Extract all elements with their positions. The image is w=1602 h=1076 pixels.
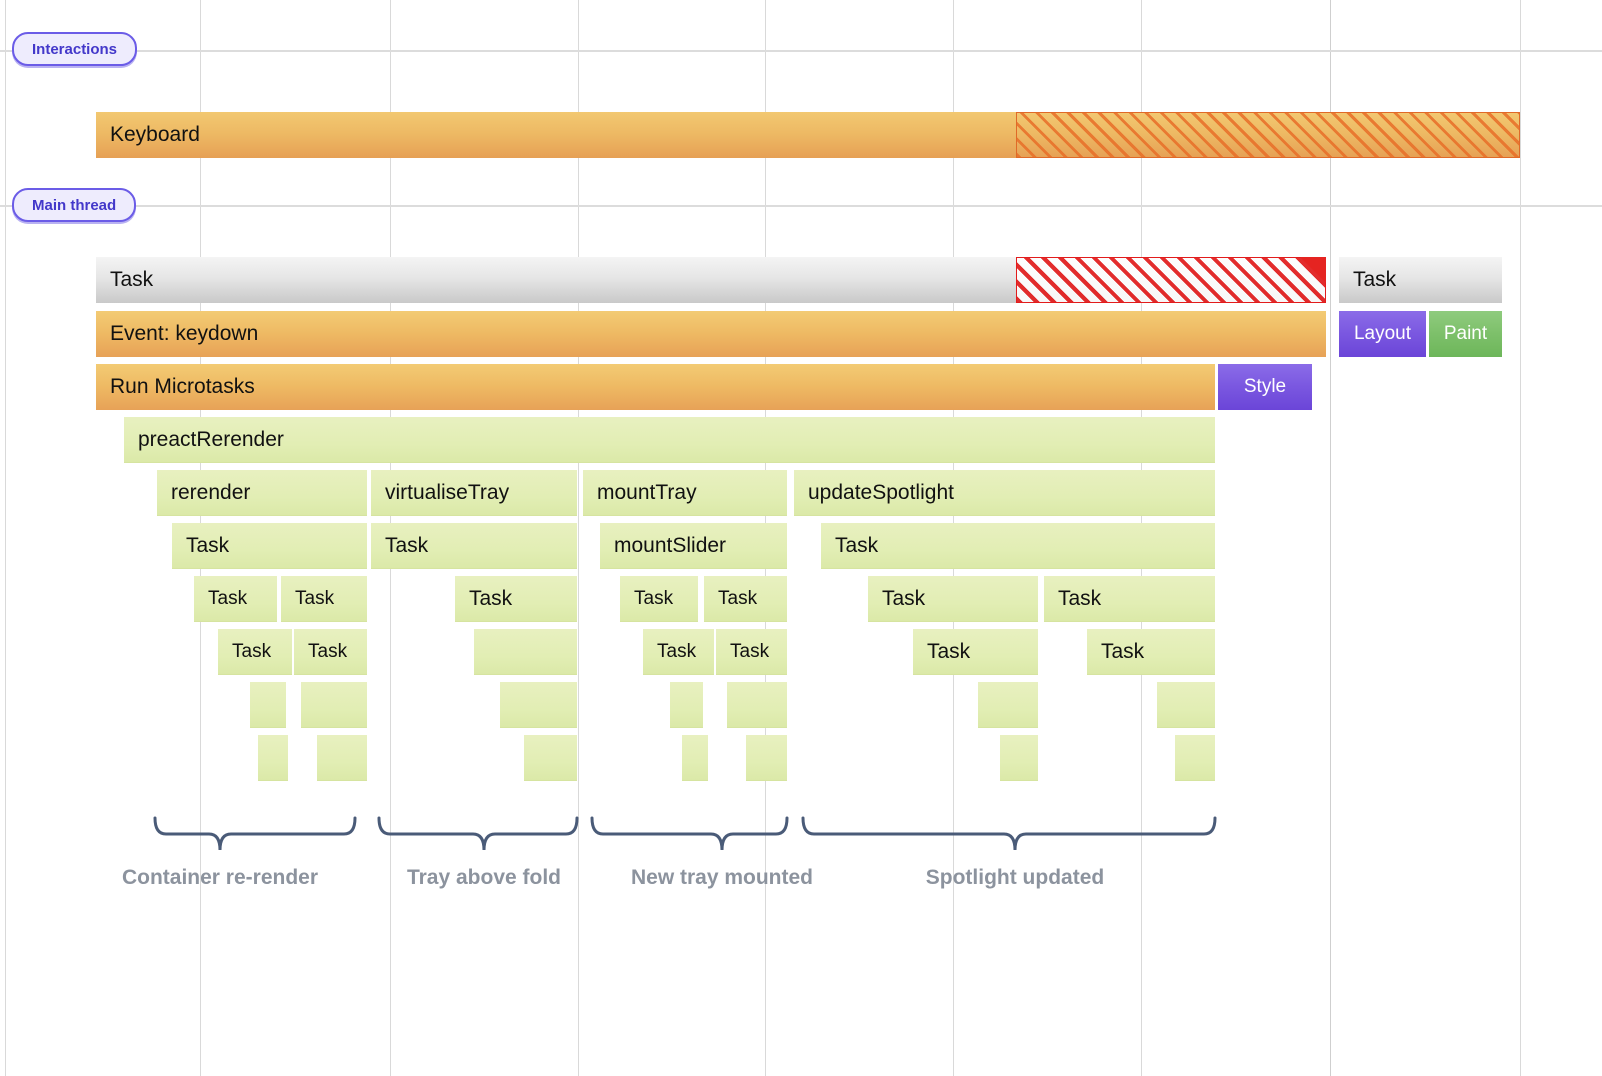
flame-bar-label: Task	[1353, 268, 1397, 291]
flame-bar-task-l3-a[interactable]: Task	[194, 576, 277, 622]
flame-bar-label: updateSpotlight	[808, 480, 954, 504]
flame-bar-label: Task	[634, 587, 674, 609]
flame-bar-label: Task	[208, 587, 248, 609]
flame-bar-label: virtualiseTray	[385, 480, 510, 504]
flame-bar-task-l6-a[interactable]	[258, 735, 288, 781]
flame-bar-task-l5-e[interactable]	[727, 682, 787, 728]
annotation-caption-spotlight-updated: Spotlight updated	[925, 866, 1105, 889]
flame-bar-label: Task	[469, 586, 513, 610]
flame-bar-task-l3-b[interactable]: Task	[281, 576, 367, 622]
flame-bar-task-l4-g[interactable]: Task	[1087, 629, 1215, 675]
track-pill-main-thread-label: Main thread	[32, 196, 117, 214]
flame-bar-task-l6-g[interactable]	[1175, 735, 1215, 781]
flame-bar-label: Task	[927, 639, 971, 663]
flame-bar-task-l2-c[interactable]: Task	[821, 523, 1215, 569]
flame-bar-task-l4-b[interactable]: Task	[294, 629, 367, 675]
flame-bar-task-l6-d[interactable]	[682, 735, 708, 781]
flame-bar-label: Task	[835, 533, 879, 557]
flame-bar-label: Keyboard	[110, 123, 200, 146]
long-task-hatch-task-root	[1016, 257, 1326, 303]
flame-bar-label: Task	[232, 640, 272, 662]
flame-bar-task-l3-c[interactable]: Task	[455, 576, 577, 622]
flame-bar-label: Run Microtasks	[110, 375, 255, 398]
flame-bar-event-keydown[interactable]: Event: keydown	[96, 311, 1326, 357]
bracket-spotlight-updated	[801, 816, 1217, 851]
gridline-3	[578, 0, 579, 1076]
flame-bar-preact-rerender[interactable]: preactRerender	[124, 417, 1215, 463]
flame-bar-task-l4-a[interactable]: Task	[218, 629, 292, 675]
flame-bar-mount-slider[interactable]: mountSlider	[600, 523, 787, 569]
flame-bar-layout[interactable]: Layout	[1339, 311, 1426, 357]
long-task-warning-triangle	[1300, 257, 1326, 283]
flame-bar-label: preactRerender	[138, 427, 284, 451]
flame-bar-label: Style	[1243, 376, 1287, 397]
flame-bar-paint[interactable]: Paint	[1429, 311, 1502, 357]
flame-bar-task-l6-e[interactable]	[746, 735, 787, 781]
track-pill-interactions[interactable]: Interactions	[12, 32, 138, 66]
flame-bar-update-spotlight[interactable]: updateSpotlight	[794, 470, 1215, 516]
track-pill-interactions-label: Interactions	[32, 40, 118, 58]
flame-bar-label: Task	[110, 268, 154, 291]
flame-bar-task-l4-c[interactable]	[474, 629, 577, 675]
flame-bar-task-l3-g[interactable]: Task	[1044, 576, 1215, 622]
gridline-8	[1520, 0, 1521, 1076]
track-pill-main-thread[interactable]: Main thread	[12, 188, 137, 222]
flame-bar-task-l4-e[interactable]: Task	[716, 629, 787, 675]
flame-bar-label: Paint	[1443, 323, 1488, 344]
annotation-caption-container-re-render: Container re-render	[121, 866, 319, 889]
flame-bar-label: Task	[1058, 586, 1102, 610]
flame-bar-label: Task	[1101, 639, 1145, 663]
gridline-7	[1330, 0, 1331, 1076]
long-task-hatch-keyboard	[1016, 112, 1520, 158]
flame-bar-run-microtasks[interactable]: Run Microtasks	[96, 364, 1215, 410]
flame-bar-task-l5-f[interactable]	[978, 682, 1038, 728]
flame-bar-label: Task	[186, 533, 230, 557]
flame-bar-task-l2-b[interactable]: Task	[371, 523, 577, 569]
track-divider-0	[0, 50, 1602, 52]
flame-bar-task-l3-f[interactable]: Task	[868, 576, 1038, 622]
flame-bar-task-l4-f[interactable]: Task	[913, 629, 1038, 675]
flame-bar-task-l5-d[interactable]	[670, 682, 703, 728]
flame-bar-label: Task	[718, 587, 758, 609]
flame-bar-label: mountSlider	[614, 533, 727, 557]
flame-bar-task-l4-d[interactable]: Task	[643, 629, 714, 675]
flame-bar-label: Task	[295, 587, 335, 609]
flame-bar-rerender[interactable]: rerender	[157, 470, 367, 516]
flame-bar-label: Task	[657, 640, 697, 662]
bracket-tray-above-fold	[377, 816, 579, 851]
flame-bar-task-l2-a[interactable]: Task	[172, 523, 367, 569]
flame-bar-task-l6-b[interactable]	[317, 735, 367, 781]
flame-bar-task-l5-c[interactable]	[500, 682, 577, 728]
flame-bar-label: Task	[385, 533, 429, 557]
flame-bar-label: Task	[308, 640, 348, 662]
annotation-caption-tray-above-fold: Tray above fold	[406, 866, 562, 889]
flame-bar-label: rerender	[171, 480, 251, 504]
track-divider-1	[0, 205, 1602, 207]
flame-bar-label: Task	[882, 586, 926, 610]
flame-bar-style[interactable]: Style	[1218, 364, 1312, 410]
flame-bar-task-second[interactable]: Task	[1339, 257, 1502, 303]
flame-bar-label: Layout	[1353, 323, 1412, 344]
gridline-0	[5, 0, 6, 1076]
bracket-new-tray-mounted	[590, 816, 789, 851]
flame-bar-virtualise-tray[interactable]: virtualiseTray	[371, 470, 577, 516]
flame-bar-task-l3-e[interactable]: Task	[704, 576, 787, 622]
flame-bar-mount-tray[interactable]: mountTray	[583, 470, 787, 516]
flame-bar-label: mountTray	[597, 480, 697, 504]
flame-bar-task-l5-b[interactable]	[301, 682, 367, 728]
flame-bar-task-l5-a[interactable]	[250, 682, 286, 728]
flame-bar-label: Event: keydown	[110, 322, 259, 345]
annotation-caption-new-tray-mounted: New tray mounted	[630, 866, 814, 889]
flame-bar-task-l6-c[interactable]	[524, 735, 577, 781]
flame-bar-task-l3-d[interactable]: Task	[620, 576, 698, 622]
flame-bar-task-l6-f[interactable]	[1000, 735, 1038, 781]
bracket-container-re-render	[153, 816, 357, 851]
flame-bar-task-l5-g[interactable]	[1157, 682, 1215, 728]
flame-bar-label: Task	[730, 640, 770, 662]
